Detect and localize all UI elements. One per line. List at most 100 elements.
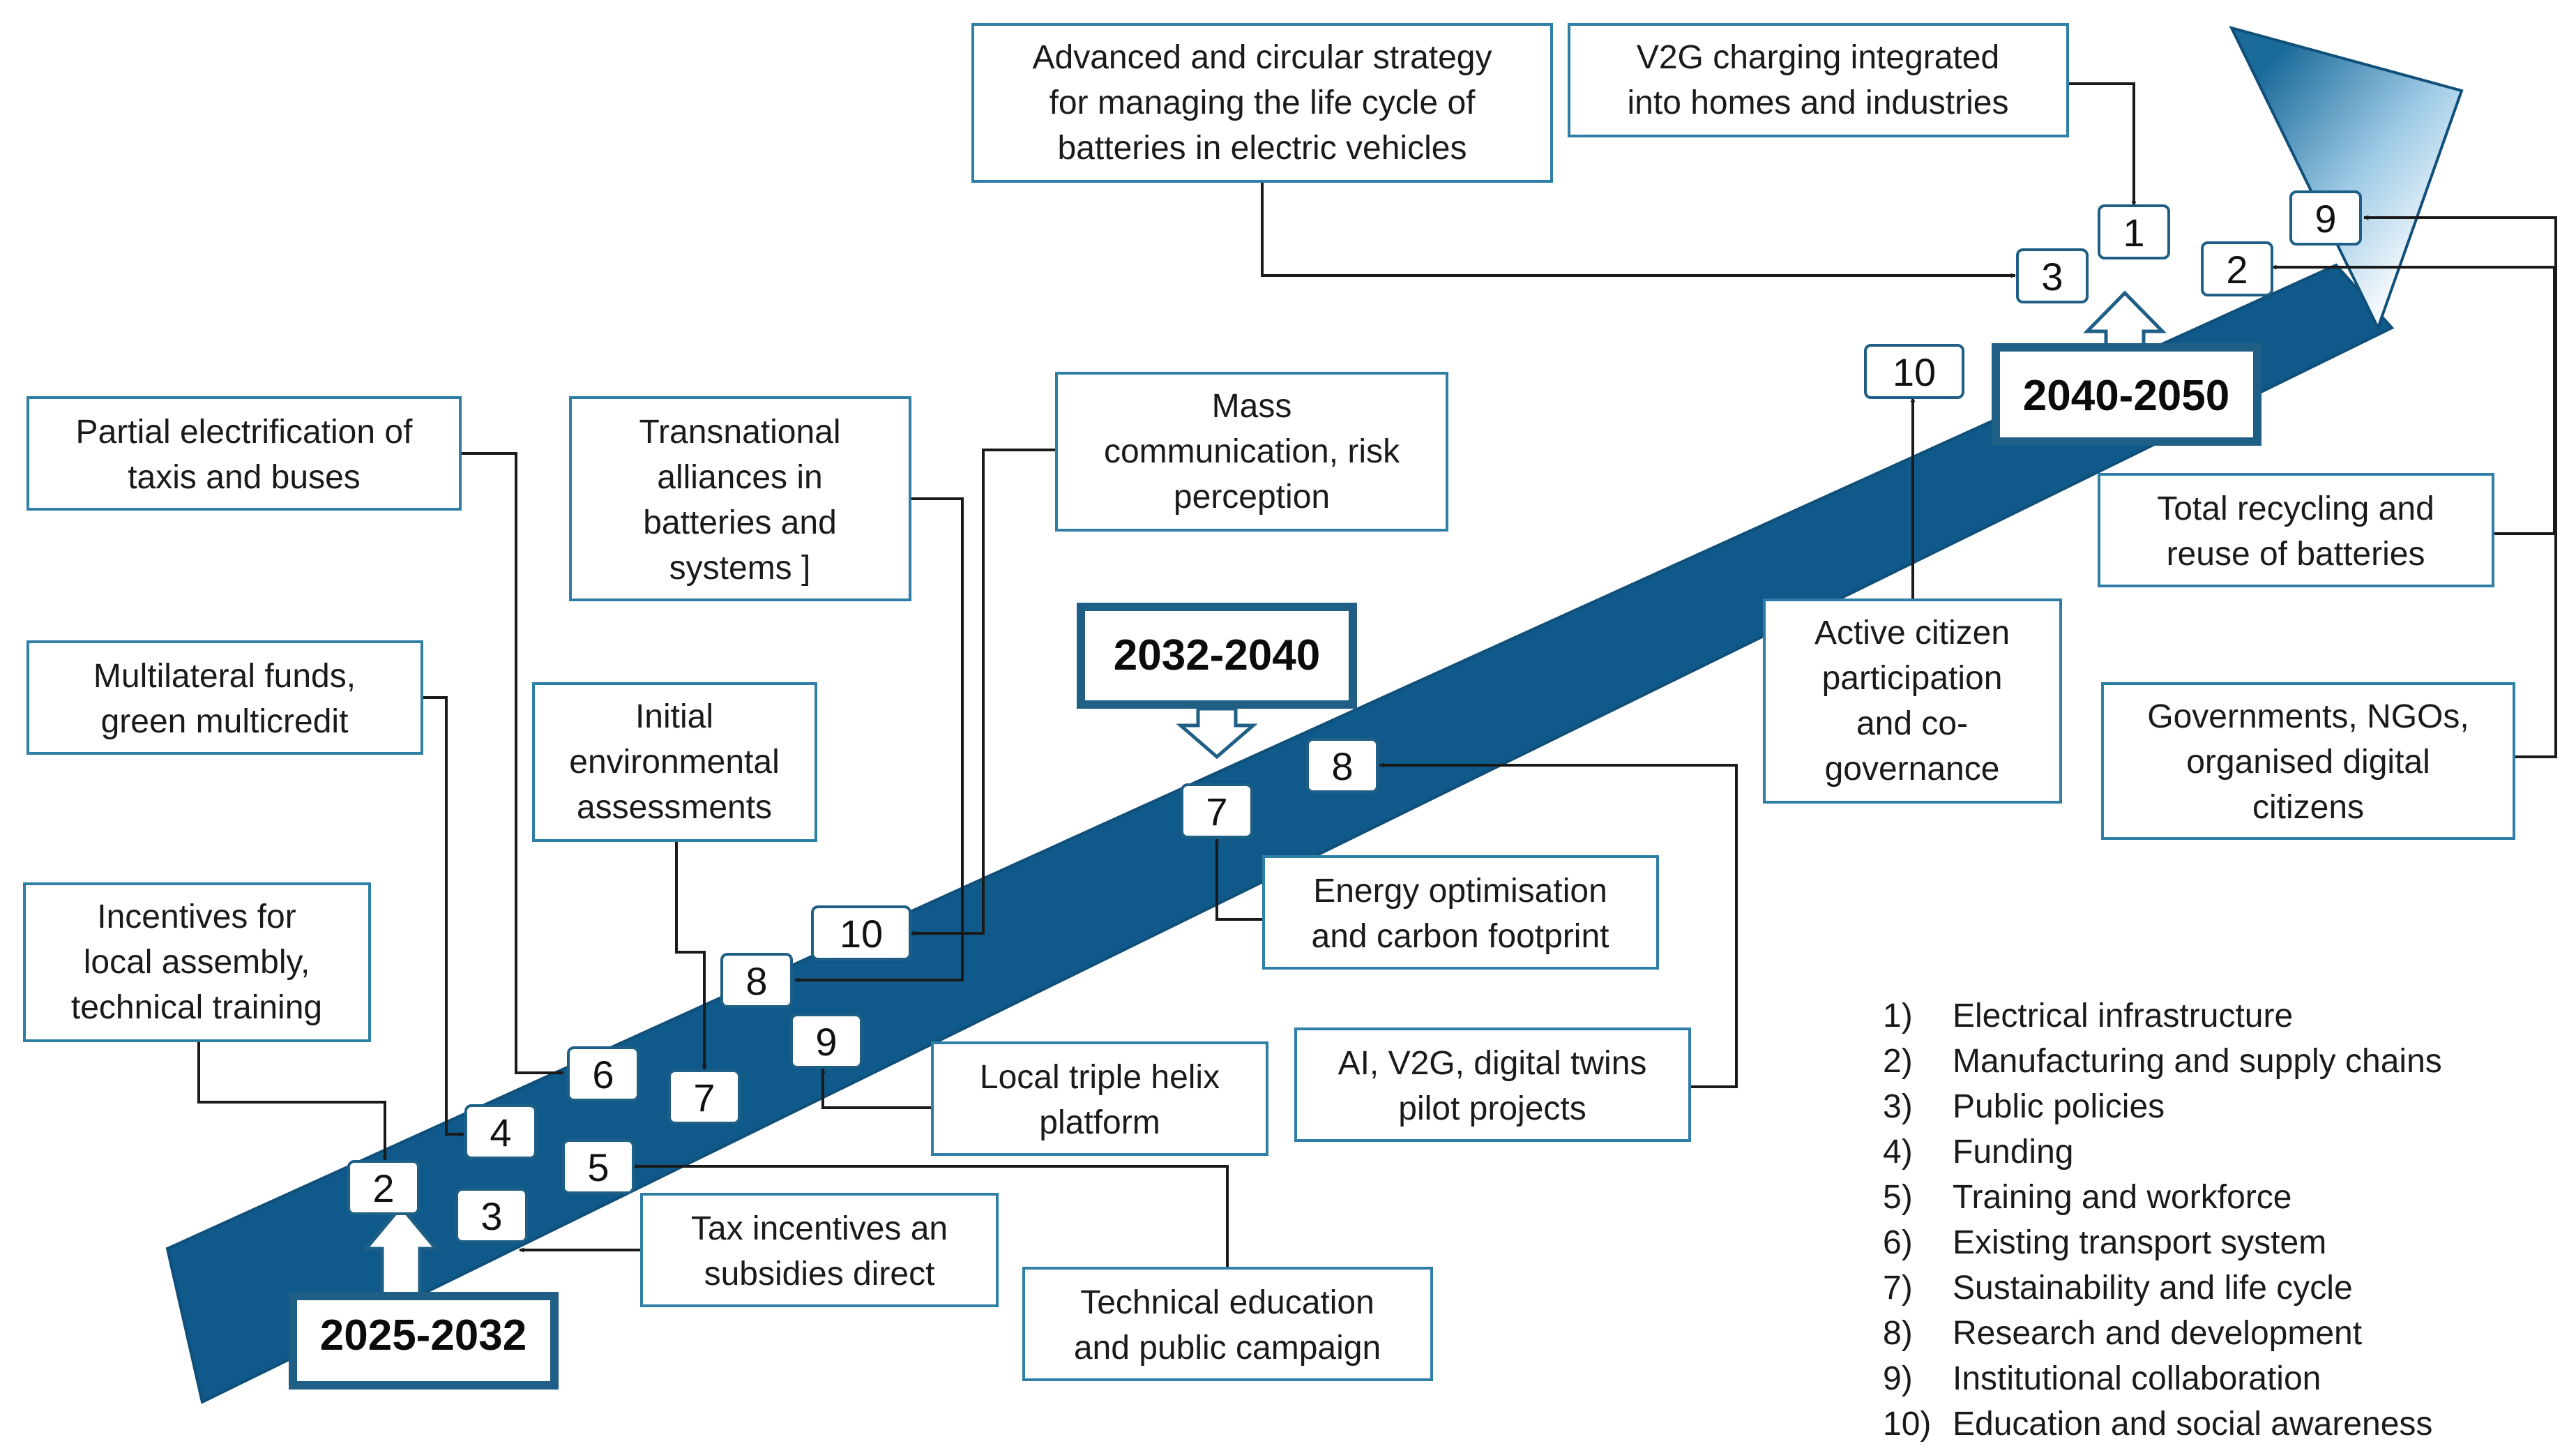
svg-text:technical training: technical training — [71, 989, 322, 1026]
marker-4: 4 — [464, 1104, 537, 1159]
connectors — [197, 82, 2557, 1268]
legend-num: 7) — [1883, 1270, 1913, 1307]
box-multilateral-funds: Multilateral funds, green multicredit — [26, 640, 423, 755]
svg-text:5: 5 — [587, 1145, 609, 1189]
period-label: 2025-2032 — [320, 1311, 527, 1360]
marker-2: 2 — [347, 1160, 420, 1215]
svg-text:and co-: and co- — [1856, 705, 1968, 742]
svg-text:for managing the life cycle of: for managing the life cycle of — [1050, 84, 1476, 121]
svg-text:alliances in: alliances in — [657, 459, 822, 496]
marker-7: 7 — [1181, 783, 1253, 838]
svg-text:9: 9 — [815, 1020, 837, 1064]
box-local-triple-helix: Local triple helix platform — [931, 1041, 1268, 1156]
svg-text:environmental: environmental — [569, 744, 780, 781]
svg-text:Initial: Initial — [635, 698, 713, 735]
marker-9: 9 — [790, 1014, 863, 1069]
box-v2g-charging: V2G charging integrated into homes and i… — [1568, 23, 2069, 137]
period-label: 2032-2040 — [1114, 631, 1321, 679]
box-initial-environmental: Initial environmental assessments — [532, 682, 817, 842]
svg-text:10: 10 — [1893, 350, 1936, 394]
svg-text:4: 4 — [490, 1111, 511, 1154]
svg-text:systems ]: systems ] — [669, 550, 811, 587]
marker-3: 3 — [2016, 248, 2089, 303]
box-tax-incentives: Tax incentives an subsidies direct — [640, 1193, 999, 1307]
marker-6: 6 — [567, 1046, 639, 1101]
svg-text:Incentives for: Incentives for — [97, 898, 296, 935]
marker-8: 8 — [720, 953, 793, 1008]
svg-text:governance: governance — [1825, 751, 2000, 788]
period-2040-2050: 2040-2050 — [1992, 290, 2261, 446]
svg-text:local assembly,: local assembly, — [84, 944, 310, 981]
legend: 1) Electrical infrastructure 2) Manufact… — [1883, 997, 2442, 1443]
svg-text:green multicredit: green multicredit — [101, 703, 349, 740]
svg-text:Governments, NGOs,: Governments, NGOs, — [2147, 698, 2469, 735]
marker-5: 5 — [562, 1139, 635, 1194]
legend-text: Electrical infrastructure — [1953, 997, 2293, 1034]
svg-text:Tax incentives an: Tax incentives an — [691, 1210, 948, 1247]
marker-9: 9 — [2289, 190, 2362, 246]
svg-text:9: 9 — [2314, 197, 2336, 241]
legend-num: 3) — [1883, 1088, 1913, 1125]
svg-text:Advanced and circular strategy: Advanced and circular strategy — [1032, 39, 1492, 76]
marker-8: 8 — [1306, 738, 1379, 793]
svg-text:batteries and: batteries and — [643, 504, 837, 541]
svg-text:and public campaign: and public campaign — [1074, 1330, 1381, 1367]
legend-text: Existing transport system — [1953, 1224, 2326, 1261]
legend-num: 2) — [1883, 1043, 1913, 1080]
marker-3: 3 — [455, 1188, 528, 1243]
marker-10: 10 — [1864, 344, 1964, 399]
legend-text: Sustainability and life cycle — [1953, 1270, 2353, 1307]
legend-text: Education and social awareness — [1953, 1406, 2432, 1443]
svg-text:7: 7 — [693, 1076, 715, 1120]
svg-text:assessments: assessments — [577, 789, 772, 826]
svg-text:Total recycling and: Total recycling and — [2157, 490, 2434, 527]
svg-text:Multilateral funds,: Multilateral funds, — [93, 658, 356, 695]
box-active-citizen: Active citizen participation and co- gov… — [1763, 598, 2062, 804]
box-mass-communication: Mass communication, risk perception — [1055, 372, 1448, 532]
legend-text: Training and workforce — [1953, 1179, 2291, 1216]
svg-text:8: 8 — [1331, 744, 1353, 788]
period-label: 2040-2050 — [2023, 372, 2230, 420]
svg-text:8: 8 — [745, 959, 767, 1003]
svg-text:6: 6 — [592, 1053, 614, 1097]
legend-num: 4) — [1883, 1134, 1913, 1170]
marker-1: 1 — [2098, 204, 2170, 259]
svg-text:2: 2 — [372, 1166, 394, 1210]
legend-num: 8) — [1883, 1315, 1913, 1352]
svg-text:Technical education: Technical education — [1080, 1284, 1374, 1321]
svg-text:and carbon footprint: and carbon footprint — [1312, 918, 1609, 955]
svg-text:citizens: citizens — [2252, 789, 2364, 826]
svg-text:V2G charging integrated: V2G charging integrated — [1637, 39, 1999, 76]
box-energy-optimisation: Energy optimisation and carbon footprint — [1262, 855, 1659, 970]
svg-text:1: 1 — [2123, 211, 2144, 255]
svg-text:10: 10 — [840, 912, 883, 956]
svg-text:into homes and industries: into homes and industries — [1628, 84, 2009, 121]
marker-2: 2 — [2201, 241, 2273, 296]
svg-text:perception: perception — [1174, 479, 1330, 515]
legend-text: Research and development — [1953, 1315, 2362, 1352]
legend-num: 10) — [1883, 1406, 1931, 1443]
box-partial-electrification: Partial electrification of taxis and bus… — [26, 396, 462, 511]
marker-7: 7 — [668, 1069, 741, 1124]
svg-text:communication, risk: communication, risk — [1104, 433, 1400, 470]
period-2025-2032: 2025-2032 — [289, 1204, 559, 1390]
svg-text:Mass: Mass — [1212, 388, 1292, 425]
svg-text:AI, V2G, digital twins: AI, V2G, digital twins — [1338, 1045, 1647, 1082]
svg-text:3: 3 — [480, 1194, 502, 1238]
box-advanced-circular: Advanced and circular strategy for manag… — [971, 23, 1553, 183]
svg-text:reuse of batteries: reuse of batteries — [2167, 536, 2425, 573]
marker-10: 10 — [811, 905, 911, 961]
svg-text:2: 2 — [2226, 248, 2248, 292]
box-total-recycling: Total recycling and reuse of batteries — [2098, 473, 2494, 587]
box-ai-v2g-pilot: AI, V2G, digital twins pilot projects — [1294, 1027, 1691, 1142]
period-2032-2040: 2032-2040 — [1077, 603, 1357, 760]
svg-text:taxis and buses: taxis and buses — [128, 459, 361, 496]
svg-text:organised digital: organised digital — [2186, 744, 2430, 781]
legend-text: Institutional collaboration — [1953, 1360, 2321, 1397]
svg-text:subsidies direct: subsidies direct — [704, 1256, 935, 1293]
box-incentives-local-assembly: Incentives for local assembly, technical… — [23, 882, 371, 1042]
legend-num: 6) — [1883, 1224, 1913, 1261]
svg-text:batteries in electric vehicles: batteries in electric vehicles — [1058, 130, 1467, 167]
svg-text:7: 7 — [1206, 790, 1227, 834]
